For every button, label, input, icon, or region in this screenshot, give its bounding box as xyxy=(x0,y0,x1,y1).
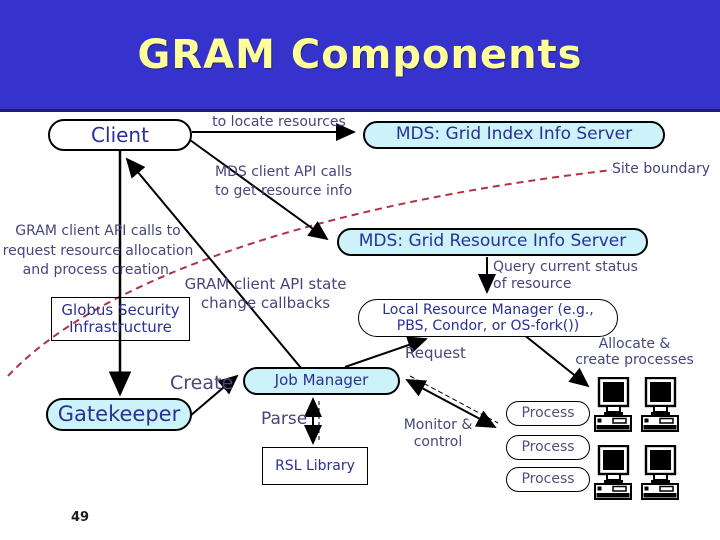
monitor-arrow xyxy=(405,379,497,428)
rsl-library-node: RSL Library xyxy=(262,447,368,485)
request-label: Request xyxy=(405,344,466,362)
request-arrow xyxy=(344,336,428,368)
monitor-arrow-dashed xyxy=(409,375,499,424)
client-to-resource-arrow xyxy=(189,139,329,241)
allocate-label: Allocate & create processes xyxy=(575,336,694,368)
title-banner: GRAM Components xyxy=(0,0,720,112)
gram-calls-label: GRAM client API calls to request resourc… xyxy=(2,223,194,278)
job-manager-node: Job Manager xyxy=(243,367,400,395)
process-node: Process xyxy=(506,467,590,492)
computer-icon xyxy=(594,444,632,505)
mds-resource-node: MDS: Grid Resource Info Server xyxy=(337,228,648,256)
site-boundary-line xyxy=(7,169,613,377)
mds-index-node: MDS: Grid Index Info Server xyxy=(363,121,665,149)
callbacks-label: GRAM client API state change callbacks xyxy=(184,275,347,312)
computer-icon xyxy=(641,444,679,505)
page-number: 49 xyxy=(71,510,90,525)
process-node: Process xyxy=(506,401,590,426)
slide-title: GRAM Components xyxy=(137,31,583,78)
create-label: Create xyxy=(170,372,234,394)
client-node: Client xyxy=(48,119,192,151)
gatekeeper-node: Gatekeeper xyxy=(46,398,192,431)
lrm-node: Local Resource Manager (e.g., PBS, Condo… xyxy=(358,299,618,337)
parse-label: Parse xyxy=(261,409,308,429)
computer-icon xyxy=(594,376,632,437)
mds-calls-label: MDS client API calls to get resource inf… xyxy=(215,164,353,199)
computer-icon xyxy=(641,376,679,437)
allocate-arrow xyxy=(522,333,590,388)
site-boundary-label: Site boundary xyxy=(612,161,711,177)
monitor-label: Monitor & control xyxy=(403,417,473,450)
create-arrow xyxy=(189,374,239,417)
process-node: Process xyxy=(506,435,590,460)
to-locate-label: to locate resources xyxy=(212,114,346,130)
query-label: Query current status of resource xyxy=(493,259,638,292)
gsi-node: Globus Security Infrastructure xyxy=(51,297,190,341)
callbacks-arrow xyxy=(125,157,322,393)
